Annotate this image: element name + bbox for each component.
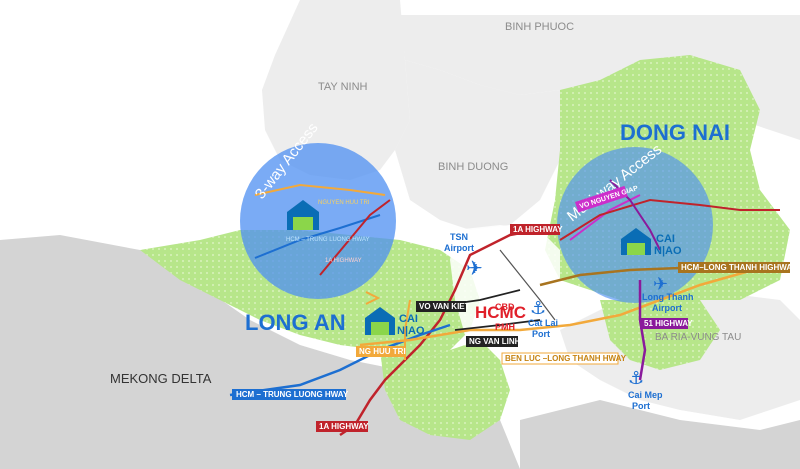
long-thanh-label-2: Airport: [652, 303, 682, 313]
mekong-delta-area: [0, 235, 520, 469]
port-icon-cat-lai: ⚓: [530, 298, 546, 319]
tag-hcm-trung-luong: [232, 389, 346, 400]
warehouse-icon-3way: [287, 200, 319, 230]
inset-label-1a: 1A HIGHWAY: [325, 258, 362, 264]
inset-label-hcm-trung-luong: HCM – TRUNG LUONG HWAY: [286, 237, 370, 243]
tag-1a-north: [510, 224, 560, 235]
road-51: [638, 280, 647, 381]
road-ng-van-linh: [454, 319, 541, 331]
inset-road-blue: [254, 214, 381, 259]
logo-long-an-line1: CAI: [399, 313, 418, 325]
road-link: [499, 249, 556, 321]
road-ben-luc-long-thanh: [359, 266, 761, 347]
binh-phuoc-area: [400, 15, 800, 140]
inset-label-nguyen-huu-tri: NGUYEN HUU TRI: [318, 200, 370, 206]
warehouse-icon-long-an: [365, 307, 395, 335]
label-binh-duong: BINH DUONG: [438, 161, 508, 173]
tag-ben-luc-long-thanh-label: BEN LUC –LONG THANH HWAY: [505, 354, 627, 363]
multi-way-access-circle: [557, 147, 713, 303]
logo-long-an-line2: N|AO: [397, 325, 425, 337]
hcmc-core-area: [450, 225, 560, 345]
binh-duong-area: [395, 60, 560, 230]
tag-51-label: 51 HIGHWAY: [644, 319, 693, 328]
label-hcmc: HCMC: [475, 303, 526, 322]
road-dong-nai-ring: [559, 198, 780, 241]
tag-hcm-trung-luong-label: HCM – TRUNG LUONG HWAY: [236, 390, 349, 399]
tag-ng-huu-tri-label: NG HUU TRI: [359, 347, 406, 356]
tsn-airport-label-2: Airport: [444, 243, 474, 253]
tag-1a-north-label: 1A HIGHWAY: [513, 225, 563, 234]
airport-icon-long-thanh: ✈: [653, 274, 668, 295]
access-arrow: [365, 291, 381, 305]
hcmc-green-area: [380, 340, 510, 440]
inset-road-orange: [254, 183, 386, 196]
cat-lai-label-1: Cat Lai: [528, 318, 558, 328]
label-cbd: CBD: [495, 302, 515, 312]
bottom-grey-area: [520, 400, 800, 469]
dong-nai-south-area: [600, 300, 720, 370]
long-thanh-label-1: Long Thanh: [642, 292, 694, 302]
inset-road-red: [319, 199, 391, 276]
port-icon-cai-mep: ⚓: [628, 368, 644, 389]
road-ng-huu-tri: [404, 299, 411, 360]
airport-icon-tsn: ✈: [466, 256, 483, 280]
tag-51: [640, 318, 688, 329]
tag-vo-van-kiet-label: VO VAN KIET: [419, 302, 470, 311]
tsn-airport-label-1: TSN: [450, 232, 468, 242]
cai-mep-label-2: Port: [632, 401, 650, 411]
road-hcm-trung-luong: [229, 323, 451, 397]
cai-mep-label-1: Cai Mep: [628, 390, 663, 400]
tag-hcm-long-thanh-label: HCM–LONG THANH HIGHWAY: [681, 263, 797, 272]
label-mekong-delta: MEKONG DELTA: [110, 371, 212, 386]
tag-ng-van-linh-label: NG VAN LINH: [469, 337, 521, 346]
tag-ng-huu-tri: [356, 346, 404, 357]
label-dong-nai: DONG NAI: [620, 120, 730, 145]
logo-dong-nai-line2: N|AO: [654, 245, 682, 257]
label-ba-ria-vung-tau: BA RIA-VUNG TAU: [655, 332, 741, 343]
tag-hcm-long-thanh: [678, 262, 790, 273]
tag-1a-south-label: 1A HIGHWAY: [319, 422, 369, 431]
cat-lai-label-2: Port: [532, 329, 550, 339]
tag-ben-luc-long-thanh: [501, 352, 619, 365]
tag-vo-van-kiet: [416, 301, 466, 312]
label-tay-ninh: TAY NINH: [318, 81, 368, 93]
warehouse-icon-dong-nai: [621, 228, 651, 255]
tag-ng-van-linh: [466, 336, 518, 347]
tay-ninh-area: [262, 0, 410, 180]
logo-dong-nai-line1: CAI: [656, 233, 675, 245]
label-pmh: PMH: [495, 322, 515, 332]
tag-1a-south: [316, 421, 368, 432]
tag-vo-nguyen-giap: [575, 185, 628, 213]
label-binh-phuoc: BINH PHUOC: [505, 21, 574, 33]
label-long-an: LONG AN: [245, 310, 346, 335]
